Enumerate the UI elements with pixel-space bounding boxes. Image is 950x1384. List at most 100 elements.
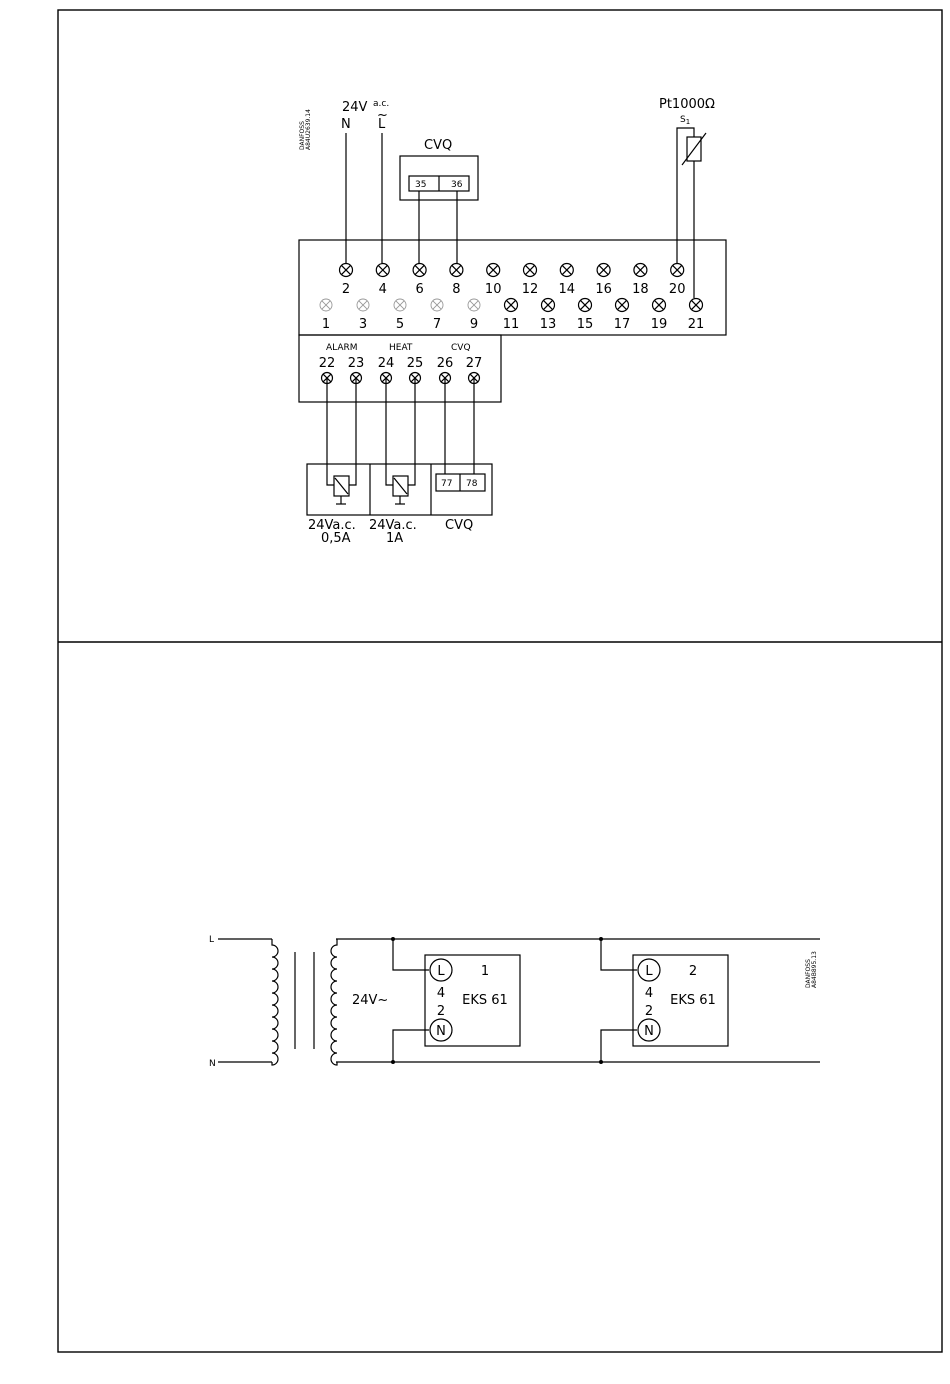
cvq-terminal-35: 35 xyxy=(415,180,426,190)
terminal-label-7: 7 xyxy=(433,317,441,332)
terminal-12 xyxy=(524,264,537,277)
unit-terminal-4: 4 xyxy=(645,986,653,1001)
terminal-17 xyxy=(616,299,629,312)
relay-group-heat-label: HEAT xyxy=(389,343,413,353)
terminal-16 xyxy=(597,264,610,277)
terminal-label-12: 12 xyxy=(522,282,539,297)
terminal-label-6: 6 xyxy=(415,282,423,297)
cvq-load-terminals xyxy=(436,378,485,491)
terminal-20 xyxy=(671,264,684,277)
heat-load-current: 1A xyxy=(386,531,403,546)
alarm-load-current: 0,5A xyxy=(321,531,351,546)
unit-number: 1 xyxy=(481,964,489,979)
transformer-wiring-diagram: L N 24V~ LN421EKS 61LN422EKS 61 DANFOSS … xyxy=(209,935,820,1069)
unit-model: EKS 61 xyxy=(670,993,716,1008)
terminal-label-11: 11 xyxy=(503,317,520,332)
eks-unit-2: LN422EKS 61 xyxy=(599,937,728,1064)
terminal-7 xyxy=(431,299,443,311)
terminal-label-13: 13 xyxy=(540,317,557,332)
unit-number: 2 xyxy=(689,964,697,979)
cvq-terminal-77: 77 xyxy=(441,479,452,489)
terminal-label-16: 16 xyxy=(595,282,612,297)
transformer xyxy=(272,939,337,1065)
terminal-2 xyxy=(340,264,353,277)
controller-wiring-diagram: DANFOSS A84U2639.14 24V a.c. ~ N L CVQ 3… xyxy=(299,97,726,546)
relay-group-alarm-label: ALARM xyxy=(326,343,358,353)
relay-group-cvq-label: CVQ xyxy=(451,343,471,353)
terminal-label-5: 5 xyxy=(396,317,404,332)
primary-winding xyxy=(272,939,278,1065)
terminal-4 xyxy=(376,264,389,277)
terminal-1 xyxy=(320,299,332,311)
terminal-label-8: 8 xyxy=(452,282,460,297)
terminal-label-17: 17 xyxy=(614,317,631,332)
primary-line-label: L xyxy=(209,935,214,945)
terminal-label-1: 1 xyxy=(322,317,330,332)
unit-terminal-2: 2 xyxy=(645,1004,653,1019)
unit-n-label: N xyxy=(644,1024,654,1039)
terminal-label-26: 26 xyxy=(437,356,454,371)
unit-terminal-4: 4 xyxy=(437,986,445,1001)
cvq-top-label: CVQ xyxy=(424,138,452,153)
wire-unit-l xyxy=(393,939,429,970)
ref-code-top: DANFOSS A84U2639.14 xyxy=(299,109,312,150)
terminal-label-3: 3 xyxy=(359,317,367,332)
unit-l-label: L xyxy=(437,964,445,979)
unit-n-label: N xyxy=(436,1024,446,1039)
terminal-label-14: 14 xyxy=(559,282,576,297)
terminal-label-25: 25 xyxy=(407,356,424,371)
terminal-label-21: 21 xyxy=(688,317,705,332)
alarm-relay-coil xyxy=(327,378,356,504)
supply-neutral-label: N xyxy=(341,117,351,132)
cvq-load-label: CVQ xyxy=(445,518,473,533)
unit-model: EKS 61 xyxy=(462,993,508,1008)
terminal-label-9: 9 xyxy=(470,317,478,332)
terminal-label-20: 20 xyxy=(669,282,686,297)
sensor-label: Pt1000Ω xyxy=(659,97,715,112)
relay-terminal-row: 22 23 24 25 26 27 xyxy=(319,356,483,384)
terminal-8 xyxy=(450,264,463,277)
terminal-label-4: 4 xyxy=(379,282,387,297)
terminal-label-10: 10 xyxy=(485,282,502,297)
terminal-label-19: 19 xyxy=(651,317,668,332)
cvq-terminal-78: 78 xyxy=(466,479,478,489)
wire-unit-l xyxy=(601,939,637,970)
sensor-variable-arrow xyxy=(682,133,706,165)
terminal-19 xyxy=(653,299,666,312)
supply-line-label: L xyxy=(378,117,386,132)
secondary-voltage-label: 24V~ xyxy=(352,993,388,1008)
page-frame xyxy=(58,10,942,1352)
heat-relay-coil xyxy=(386,378,415,504)
wire-unit-n xyxy=(601,1030,637,1062)
terminal-10 xyxy=(487,264,500,277)
terminal-label-2: 2 xyxy=(342,282,350,297)
supply-voltage-label: 24V xyxy=(342,100,368,115)
unit-l-label: L xyxy=(645,964,653,979)
terminal-13 xyxy=(542,299,555,312)
eks-unit-1: L N 4 2 1EKS 61 xyxy=(391,937,520,1064)
wire-sensor-20 xyxy=(677,128,694,263)
cvq-terminal-36: 36 xyxy=(451,180,463,190)
terminal-row-top: 2 4 6 8 10 12 14 16 18 20 xyxy=(340,264,686,298)
terminal-21 xyxy=(690,299,703,312)
load-box xyxy=(307,464,492,515)
sensor-id: S1 xyxy=(680,115,690,126)
unit-terminal-2: 2 xyxy=(437,1004,445,1019)
terminal-label-24: 24 xyxy=(378,356,395,371)
terminal-3 xyxy=(357,299,369,311)
terminal-label-22: 22 xyxy=(319,356,336,371)
terminal-label-23: 23 xyxy=(348,356,365,371)
terminal-14 xyxy=(560,264,573,277)
terminal-9 xyxy=(468,299,480,311)
primary-neutral-label: N xyxy=(209,1059,216,1069)
terminal-label-18: 18 xyxy=(632,282,649,297)
wire-unit-n xyxy=(393,1030,429,1062)
terminal-label-15: 15 xyxy=(577,317,594,332)
terminal-18 xyxy=(634,264,647,277)
secondary-winding xyxy=(331,939,337,1065)
terminal-6 xyxy=(413,264,426,277)
ref-code-bottom: DANFOSS A84B895.13 xyxy=(805,951,818,988)
terminal-label-27: 27 xyxy=(466,356,483,371)
